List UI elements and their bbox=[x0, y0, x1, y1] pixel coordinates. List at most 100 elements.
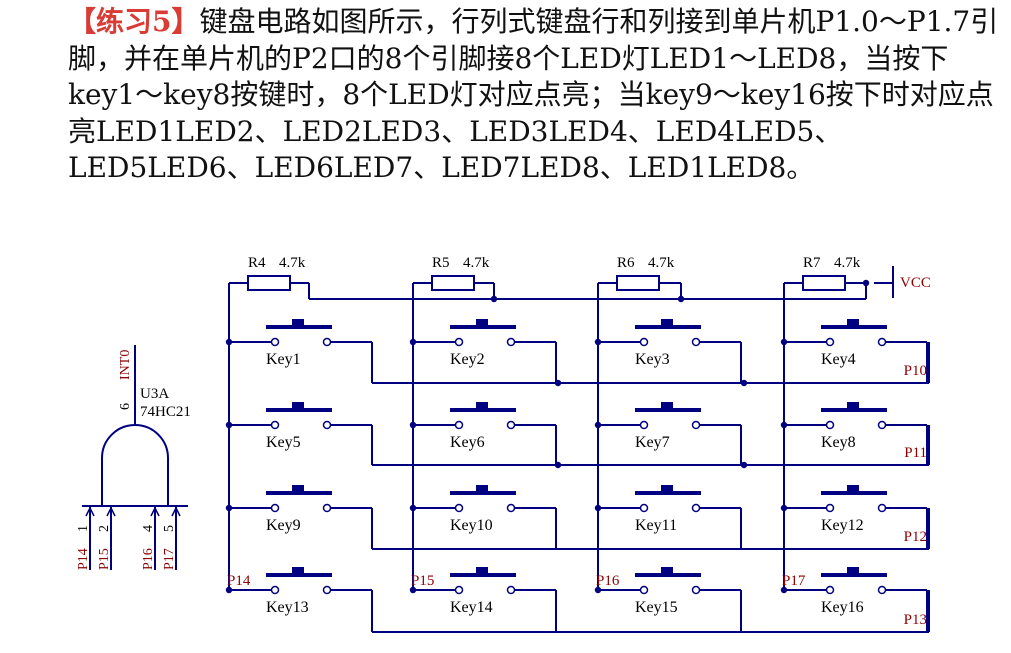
junction-dot bbox=[409, 586, 417, 594]
exercise-tag: 【练习5】 bbox=[68, 5, 200, 38]
resistor-body bbox=[431, 275, 475, 291]
junction-dot bbox=[594, 586, 602, 594]
gate-input-net: P15 bbox=[97, 548, 112, 570]
junction-dot bbox=[225, 586, 233, 594]
junction-dot bbox=[594, 504, 602, 512]
gate-body bbox=[101, 424, 169, 506]
gate-input-net: P14 bbox=[76, 548, 91, 570]
key-contact bbox=[454, 585, 464, 595]
key-contact bbox=[506, 337, 516, 347]
gate-input-pin: 2 bbox=[97, 525, 112, 532]
key-label: Key4 bbox=[821, 351, 856, 368]
key-plunger bbox=[450, 408, 516, 412]
key-button bbox=[847, 319, 859, 325]
key-button bbox=[847, 567, 859, 573]
key-plunger bbox=[635, 325, 701, 329]
key-contact bbox=[270, 503, 280, 513]
gate-input-arrow bbox=[171, 506, 181, 517]
key-button bbox=[292, 567, 304, 573]
resistor-ref: R5 bbox=[432, 255, 450, 271]
key-plunger bbox=[450, 573, 516, 577]
junction-dot bbox=[740, 461, 748, 469]
key-label: Key11 bbox=[635, 517, 677, 534]
junction-dot bbox=[780, 421, 788, 429]
gate-input-pin: 4 bbox=[141, 525, 156, 532]
key-button bbox=[847, 485, 859, 491]
key-plunger bbox=[635, 491, 701, 495]
junction-dot bbox=[554, 461, 562, 469]
key-contact bbox=[877, 337, 887, 347]
key-label: Key12 bbox=[821, 517, 864, 534]
key-contact bbox=[322, 503, 332, 513]
gate-input-arrow bbox=[150, 506, 160, 517]
gate-input-arrow bbox=[106, 506, 116, 517]
gate-input-arrow bbox=[85, 506, 95, 517]
key-contact bbox=[506, 420, 516, 430]
resistor-body bbox=[802, 275, 846, 291]
junction-dot bbox=[490, 295, 498, 303]
key-contact bbox=[825, 503, 835, 513]
key-contact bbox=[454, 337, 464, 347]
key-button bbox=[476, 485, 488, 491]
gate-output-net: INT0 bbox=[118, 350, 133, 380]
gate-input-pin: 1 bbox=[76, 525, 91, 532]
junction-dot bbox=[780, 586, 788, 594]
key-contact bbox=[270, 420, 280, 430]
key-label: Key2 bbox=[450, 351, 485, 368]
key-contact bbox=[506, 503, 516, 513]
resistor-body bbox=[616, 275, 660, 291]
key-plunger bbox=[821, 325, 887, 329]
key-plunger bbox=[821, 491, 887, 495]
problem-text: 键盘电路如图所示，行列式键盘行和列接到单片机P1.0～P1.7引脚，并在单片机的… bbox=[68, 5, 999, 184]
gate-input-net: P16 bbox=[141, 548, 156, 570]
junction-dot bbox=[740, 379, 748, 387]
key-contact bbox=[691, 503, 701, 513]
key-contact bbox=[322, 420, 332, 430]
key-contact bbox=[825, 420, 835, 430]
key-plunger bbox=[635, 573, 701, 577]
resistor-value: 4.7k bbox=[463, 255, 490, 271]
junction-dot bbox=[409, 504, 417, 512]
key-contact bbox=[877, 420, 887, 430]
key-contact bbox=[639, 420, 649, 430]
key-button bbox=[292, 319, 304, 325]
key-plunger bbox=[821, 573, 887, 577]
junction-dot bbox=[677, 295, 685, 303]
row-port-label: P10 bbox=[904, 363, 927, 379]
junction-dot bbox=[594, 338, 602, 346]
key-label: Key3 bbox=[635, 351, 670, 368]
key-button bbox=[476, 567, 488, 573]
key-plunger bbox=[450, 491, 516, 495]
key-contact bbox=[877, 503, 887, 513]
resistor-ref: R7 bbox=[803, 255, 821, 271]
resistor-value: 4.7k bbox=[834, 255, 861, 271]
vcc-label: VCC bbox=[900, 275, 931, 291]
junction-dot bbox=[780, 338, 788, 346]
problem-statement: 【练习5】键盘电路如图所示，行列式键盘行和列接到单片机P1.0～P1.7引脚，并… bbox=[68, 4, 1003, 187]
junction-dot bbox=[862, 279, 870, 287]
col-port-label: P15 bbox=[411, 573, 434, 589]
key-label: Key14 bbox=[450, 599, 493, 616]
key-contact bbox=[454, 420, 464, 430]
resistor-body bbox=[247, 275, 291, 291]
junction-dot bbox=[225, 338, 233, 346]
key-contact bbox=[877, 585, 887, 595]
gate-output-pin: 6 bbox=[118, 403, 133, 410]
key-button bbox=[847, 402, 859, 408]
key-button bbox=[661, 567, 673, 573]
junction-dot bbox=[225, 504, 233, 512]
key-label: Key10 bbox=[450, 517, 493, 534]
key-plunger bbox=[635, 408, 701, 412]
key-plunger bbox=[266, 491, 332, 495]
junction-dot bbox=[554, 379, 562, 387]
circuit-wires bbox=[82, 266, 930, 633]
gate-input-net: P17 bbox=[162, 548, 177, 570]
key-button bbox=[292, 485, 304, 491]
key-contact bbox=[825, 337, 835, 347]
resistor-value: 4.7k bbox=[648, 255, 675, 271]
key-contact bbox=[639, 585, 649, 595]
key-label: Key5 bbox=[266, 434, 301, 451]
key-label: Key7 bbox=[635, 434, 670, 451]
col-port-label: P14 bbox=[227, 573, 251, 589]
